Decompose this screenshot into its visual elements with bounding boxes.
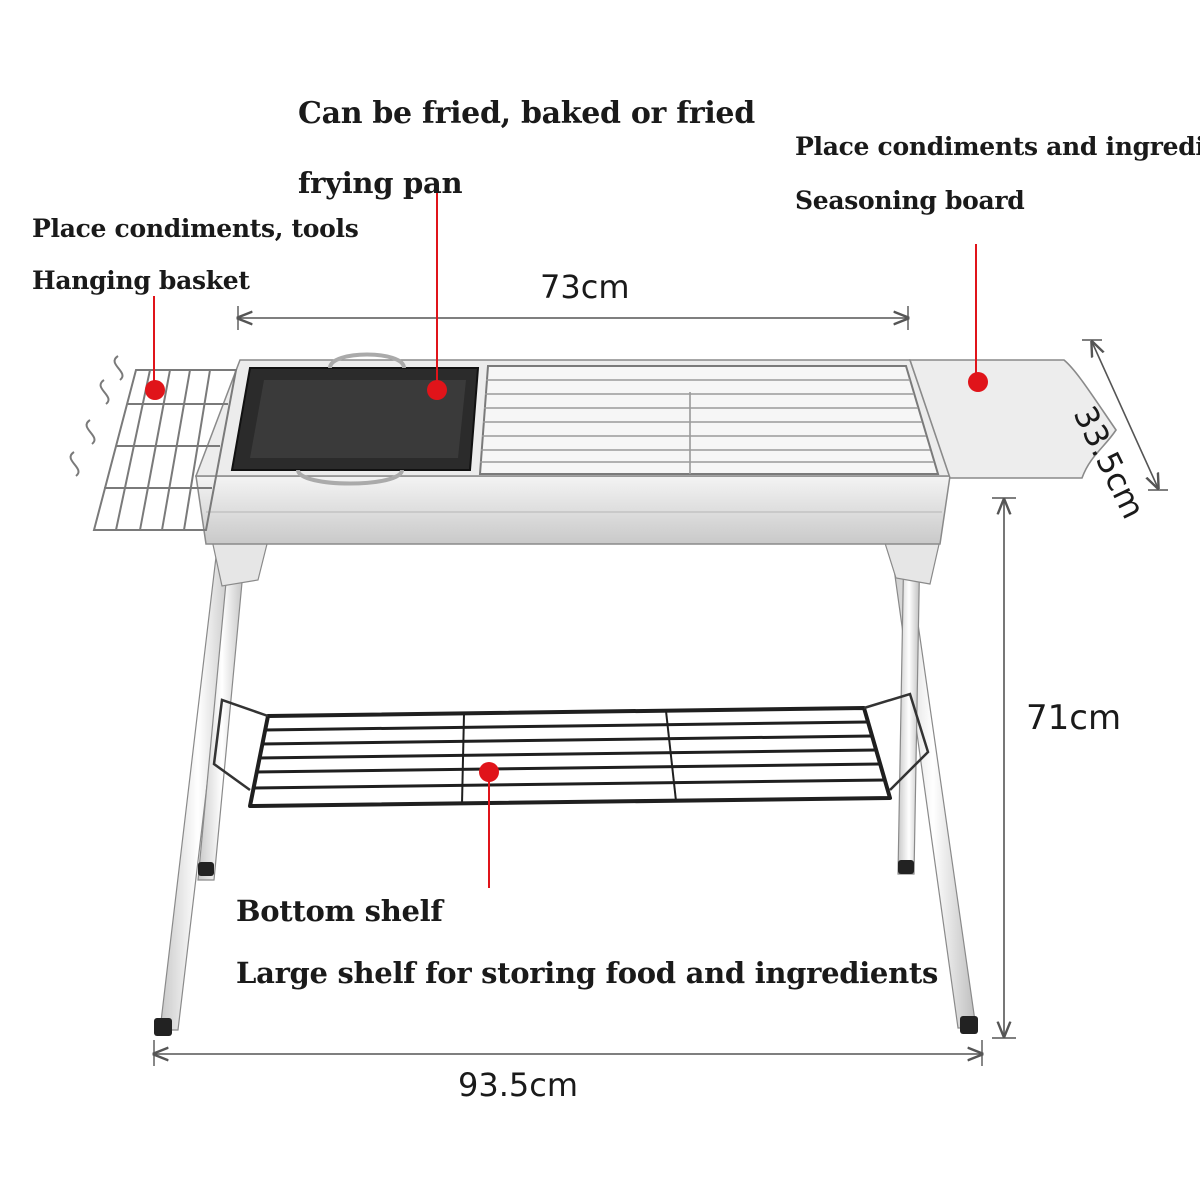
callout-pointers [145, 186, 988, 888]
grill-length-dimension: 73cm [540, 268, 630, 306]
total-width-dimension: 93.5cm [458, 1066, 579, 1104]
seasoning-board-callout-title: Place condiments and ingredients [795, 132, 1200, 161]
dimension-line-length [238, 306, 908, 330]
hanging-basket-callout-title: Place condiments, tools [32, 214, 359, 243]
height-dimension: 71cm [1026, 698, 1122, 738]
bottom-shelf-callout-title: Large shelf for storing food and ingredi… [236, 956, 938, 990]
grill-legs [154, 539, 978, 1036]
bottom-shelf-rack [212, 692, 930, 808]
frying-pan [230, 352, 480, 486]
bottom-shelf-callout-name: Bottom shelf [236, 894, 443, 928]
dimension-line-depth [1082, 340, 1168, 490]
frying-pan-callout-title: Can be fried, baked or fried [298, 96, 755, 131]
dimension-line-height [992, 497, 1016, 1039]
grill-grate [478, 365, 940, 475]
frying-pan-callout-name: frying pan [298, 166, 463, 200]
hanging-basket-callout-name: Hanging basket [32, 266, 250, 295]
hanging-basket [69, 355, 238, 531]
seasoning-board-callout-name: Seasoning board [795, 186, 1025, 215]
dimension-line-width [154, 1040, 982, 1066]
seasoning-board [908, 359, 1117, 479]
